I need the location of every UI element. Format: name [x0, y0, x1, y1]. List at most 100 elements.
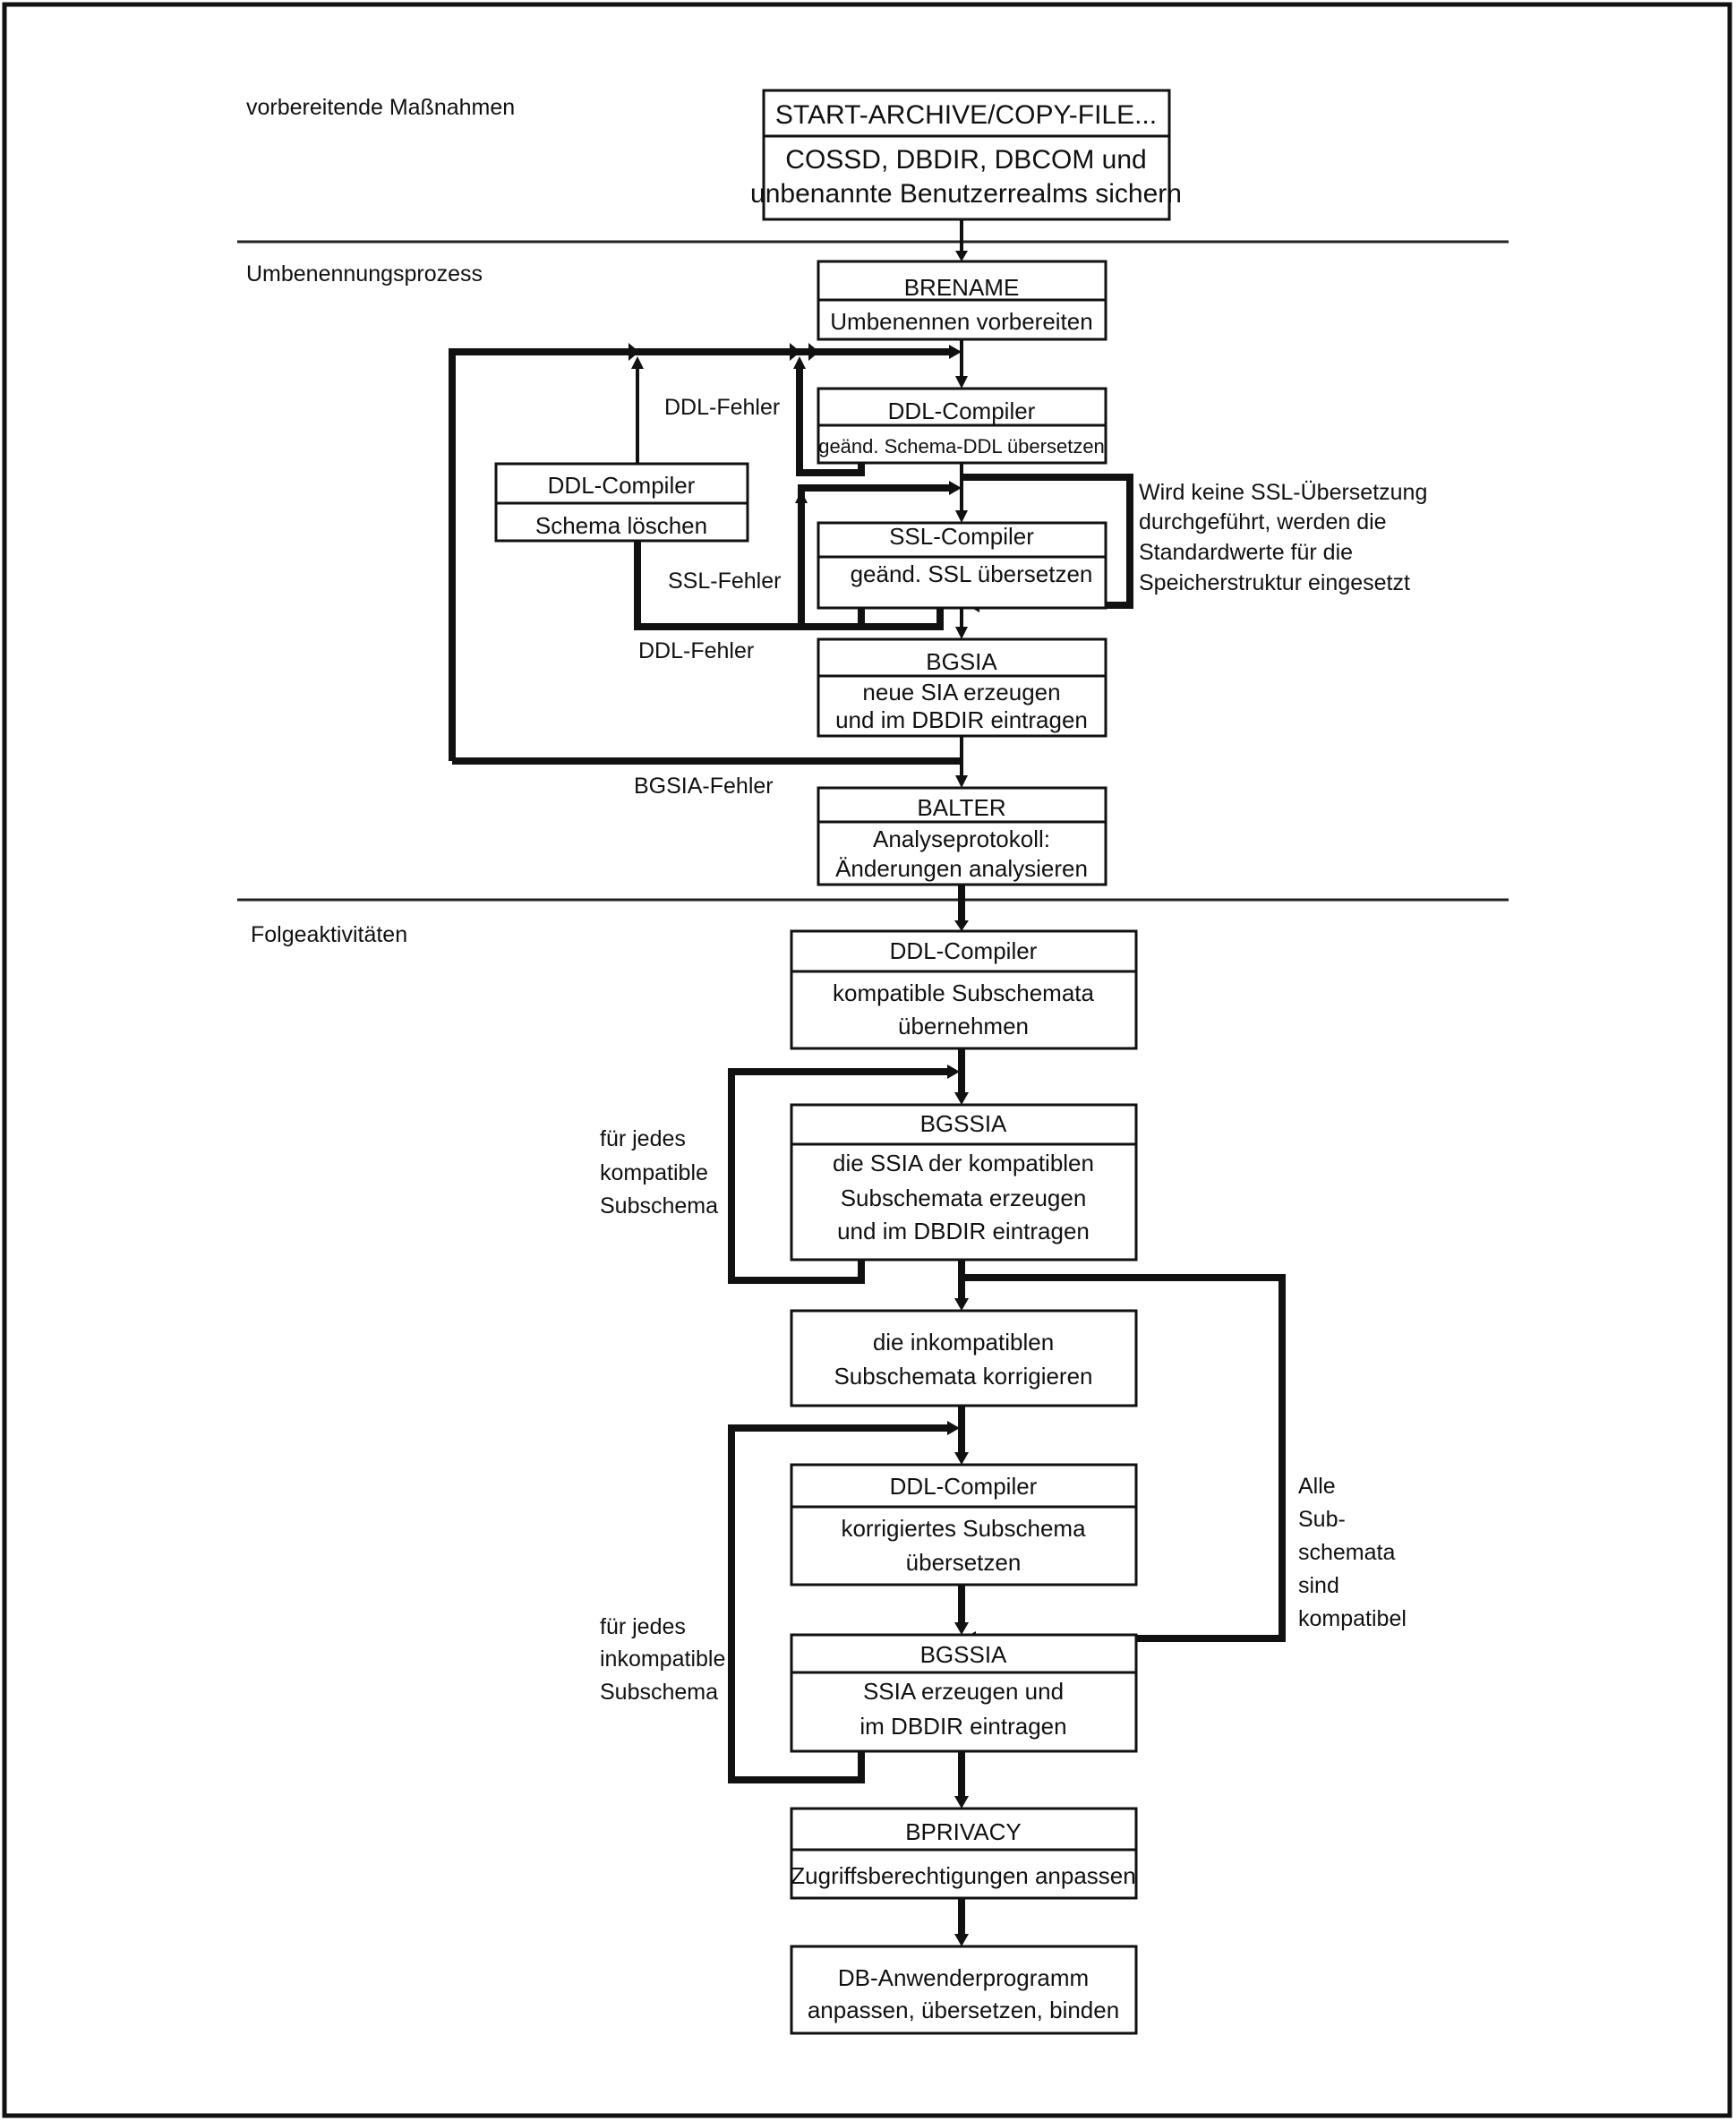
box-text: Umbenennen vorbereiten: [830, 308, 1092, 335]
box-title: SSL-Compiler: [889, 523, 1034, 550]
arrow-head: [955, 775, 968, 788]
box-text: Zugriffsberechtigungen anpassen: [791, 1862, 1135, 1889]
box-text: unbenannte Benutzerrealms sichern: [750, 179, 1182, 209]
arrow-head: [955, 627, 968, 639]
box-title: DDL-Compiler: [890, 937, 1038, 964]
svg-text:Alle: Alle: [1298, 1474, 1336, 1499]
arrow-head: [631, 356, 644, 369]
box-brename: BRENAME Umbenennen vorbereiten: [817, 260, 1107, 341]
arrow-head: [954, 920, 969, 931]
section-label-prep: vorbereitende Maßnahmen: [246, 95, 515, 120]
box-text: und im DBDIR eintragen: [837, 1218, 1090, 1244]
box-ddl-compiler-compatible: DDL-Compiler kompatible Subschemata über…: [790, 929, 1138, 1050]
box-text: Änderungen analysieren: [835, 855, 1088, 882]
arrow-head: [790, 343, 800, 361]
box-text: DB-Anwenderprogramm: [838, 1964, 1089, 1991]
box-title: BRENAME: [904, 274, 1020, 301]
box-text: und im DBDIR eintragen: [835, 706, 1088, 733]
box-text: Subschemata korrigieren: [834, 1363, 1092, 1390]
box-ddl-compiler-delete: DDL-Compiler Schema löschen: [494, 462, 749, 543]
arrow-head: [955, 376, 968, 389]
svg-text:Speicherstruktur eingesetzt: Speicherstruktur eingesetzt: [1139, 570, 1410, 595]
box-text: im DBDIR eintragen: [859, 1713, 1066, 1740]
arrow-head: [954, 1934, 969, 1946]
arrow-head: [949, 345, 962, 359]
label-loop-compatible: für jedes kompatible Subschema: [600, 1126, 718, 1219]
arrow-head: [954, 1622, 969, 1635]
box-text: geänd. SSL übersetzen: [851, 560, 1093, 587]
svg-text:für jedes: für jedes: [600, 1126, 686, 1151]
box-text: Schema löschen: [535, 512, 707, 539]
arrow-head: [955, 510, 968, 523]
box-db-program: DB-Anwenderprogramm anpassen, übersetzen…: [790, 1945, 1138, 2035]
box-bprivacy: BPRIVACY Zugriffsberechtigungen anpassen: [790, 1807, 1138, 1900]
arrow-head: [955, 251, 968, 261]
box-text: SSIA erzeugen und: [863, 1678, 1064, 1705]
arrow-head: [954, 1796, 969, 1809]
section-label-rename: Umbenennungsprozess: [246, 261, 483, 287]
arrow-head: [949, 481, 962, 495]
box-title: DDL-Compiler: [890, 1473, 1038, 1500]
arrow-head: [947, 1421, 960, 1435]
svg-text:Sub-: Sub-: [1298, 1507, 1346, 1532]
box-title: BGSIA: [926, 648, 997, 675]
box-title: BPRIVACY: [905, 1818, 1022, 1845]
loop-incompatible: [728, 1424, 951, 1783]
box-text: die inkompatiblen: [873, 1329, 1054, 1356]
box-title: BGSSIA: [920, 1641, 1007, 1668]
section-label-follow: Folgeaktivitäten: [251, 922, 407, 947]
box-text: anpassen, übersetzen, binden: [808, 1997, 1119, 2023]
box-text: COSSD, DBDIR, DBCOM und: [785, 145, 1146, 175]
svg-text:kompatibel: kompatibel: [1298, 1606, 1407, 1631]
svg-text:schemata: schemata: [1298, 1540, 1395, 1565]
svg-text:Standardwerte für die: Standardwerte für die: [1139, 540, 1353, 565]
box-ddl-compiler-corrected: DDL-Compiler korrigiertes Subschema über…: [790, 1463, 1138, 1586]
box-bgssia-incompatible: BGSSIA SSIA erzeugen und im DBDIR eintra…: [790, 1633, 1138, 1753]
bgsia-error-loop: [449, 348, 953, 761]
label-ssl-error: SSL-Fehler: [668, 569, 781, 594]
box-ssl-compiler: SSL-Compiler geänd. SSL übersetzen: [817, 521, 1107, 610]
svg-text:Subschema: Subschema: [600, 1680, 718, 1705]
label-bgsia-error: BGSIA-Fehler: [634, 774, 774, 799]
box-title: DDL-Compiler: [888, 398, 1036, 424]
box-ddl-compiler-schema: DDL-Compiler geänd. Schema-DDL übersetze…: [817, 387, 1107, 465]
box-title: BGSSIA: [920, 1110, 1007, 1137]
box-balter: BALTER Analyseprotokoll: Änderungen anal…: [817, 786, 1107, 886]
box-text: übersetzen: [906, 1549, 1022, 1576]
box-text: geänd. Schema-DDL übersetzen: [818, 435, 1105, 458]
box-text: kompatible Subschemata: [833, 979, 1094, 1006]
box-bgsia: BGSIA neue SIA erzeugen und im DBDIR ein…: [817, 637, 1107, 738]
arrow-head: [954, 1452, 969, 1465]
svg-text:sind: sind: [1298, 1573, 1339, 1598]
arrow-head: [629, 343, 639, 361]
ssl-error-path: [634, 535, 944, 630]
box-text: korrigiertes Subschema: [841, 1515, 1086, 1542]
arrow-head: [808, 343, 819, 361]
label-ddl-error: DDL-Fehler: [638, 638, 754, 663]
box-text: Analyseprotokoll:: [873, 825, 1050, 852]
box-correct-incompatible: die inkompatiblen Subschemata korrigiere…: [790, 1309, 1138, 1407]
arrow-head: [793, 356, 806, 369]
box-text: die SSIA der kompatiblen: [833, 1150, 1094, 1176]
box-title: DDL-Compiler: [548, 472, 696, 499]
box-start-archive: START-ARCHIVE/COPY-FILE... COSSD, DBDIR,…: [750, 89, 1182, 221]
arrow-head: [947, 1065, 960, 1079]
arrow-head: [954, 1298, 969, 1311]
svg-text:kompatible: kompatible: [600, 1160, 708, 1185]
label-ddl-error: DDL-Fehler: [664, 395, 780, 420]
box-text: Subschemata erzeugen: [841, 1185, 1087, 1211]
label-all-compatible: Alle Sub- schemata sind kompatibel: [1298, 1474, 1407, 1631]
note-ssl-default: Wird keine SSL-Übersetzung durchgeführt,…: [1139, 480, 1427, 595]
svg-text:für jedes: für jedes: [600, 1614, 686, 1639]
svg-text:inkompatible: inkompatible: [600, 1646, 725, 1672]
arrow-head: [954, 1092, 969, 1105]
svg-text:Subschema: Subschema: [600, 1193, 718, 1219]
box-text: neue SIA erzeugen: [862, 679, 1060, 706]
box-title: START-ARCHIVE/COPY-FILE...: [775, 100, 1157, 130]
box-title: BALTER: [917, 794, 1005, 821]
box-bgssia-compatible: BGSSIA die SSIA der kompatiblen Subschem…: [790, 1103, 1138, 1261]
box-text: übernehmen: [898, 1013, 1029, 1039]
arrow-head: [795, 491, 808, 503]
